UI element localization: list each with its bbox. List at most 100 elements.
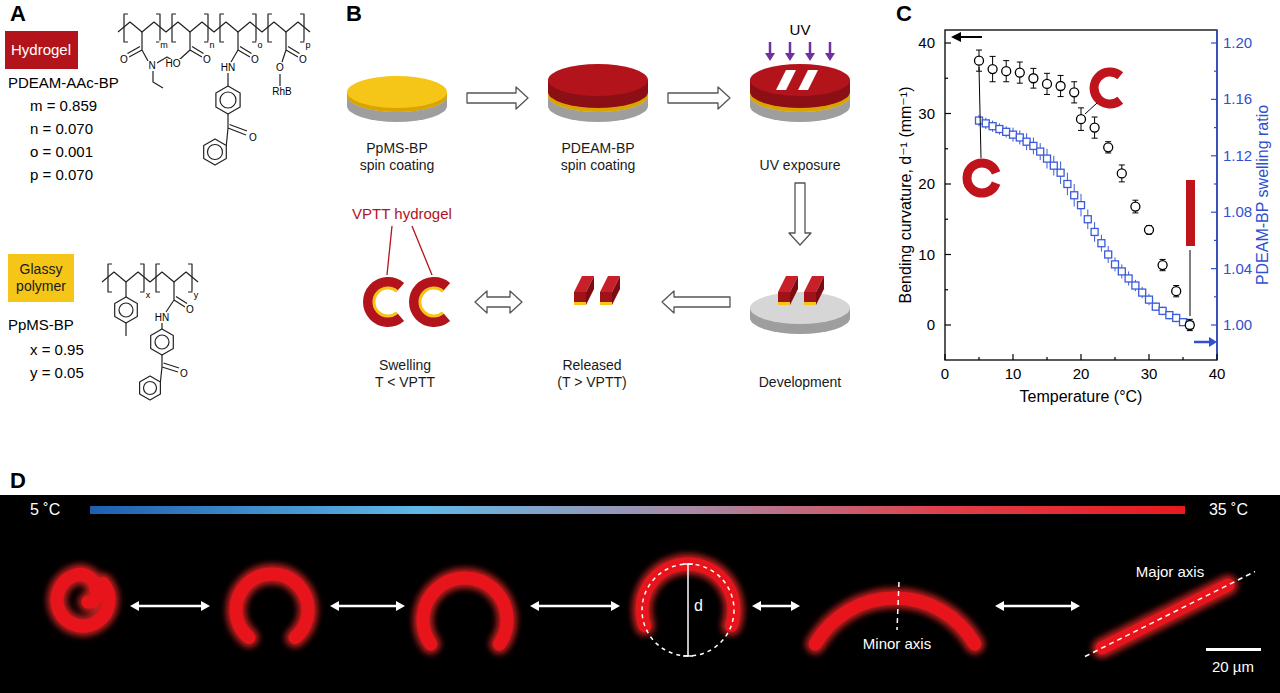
repeat-subscript: m [159,41,169,50]
atom-label: O [202,55,212,65]
tick-mark [1012,354,1013,360]
chemical-structure [144,382,157,395]
tick-mark [1211,212,1217,213]
chemical-structure [102,272,198,282]
data-square [989,123,996,130]
data-circle [1030,88,1036,89]
hydrogel-shape [423,578,507,644]
polymer-name: PpMS-BP [8,316,74,333]
data-circle [975,56,984,65]
uv-arrows [765,42,835,61]
hydrogel-glow [423,578,507,644]
tick-mark [1214,127,1217,128]
data-square [1152,302,1159,310]
tick-label: 1.04 [1223,260,1252,277]
tick-label: 10 [918,246,935,263]
data-circle [1003,81,1009,82]
hydrogel-bar [790,276,798,305]
tick-mark [1214,183,1217,184]
repeat-subscript: y [193,291,200,300]
uv-arrows [789,42,792,54]
reversible-arrow [396,601,405,611]
tick-mark [1114,357,1115,360]
data-circle [1160,270,1166,271]
reversible-arrow [136,605,204,608]
curled-bilayer [412,226,432,275]
data-circle [1077,108,1086,131]
process-step: PpMS-BP spin coating [332,66,462,178]
data-square [1044,155,1051,162]
chemical-structure [125,282,126,336]
data-circle [1030,68,1036,69]
data-circle [1056,75,1065,96]
chemical-structure [140,376,161,400]
data-circle [990,81,996,82]
data-circle [1058,75,1064,76]
chemical-structure [226,32,251,146]
tick-label: 30 [1141,365,1158,382]
data-square [1050,156,1057,176]
tick-mark [945,42,951,43]
scale-bar [1206,648,1261,651]
chart-inset [951,32,961,42]
data-circle [1132,200,1138,201]
chart-inset [979,67,981,158]
data-square [1064,173,1071,196]
data-circle [1090,123,1099,132]
data-circle [1187,319,1193,320]
node-text: Released (T > VPTT) [556,357,628,391]
reversible-arrow [758,605,794,608]
process-arrow [668,87,730,109]
substrate-disc [750,292,850,324]
chart-frame [1216,30,1218,360]
material-box: Hydrogel [5,31,78,69]
tick-mark [944,354,945,360]
tick-label: 1.08 [1223,204,1252,221]
data-circle [1015,68,1024,77]
data-square [1105,251,1112,258]
data-square [976,117,983,124]
chart-inset [951,32,1217,347]
measurement-line [687,564,689,656]
data-circle [1077,115,1086,124]
curled-bilayer [374,288,397,316]
tick-label: 1.12 [1223,147,1252,164]
data-circle [1002,67,1011,76]
data-circle [1172,286,1181,297]
process-arrow [475,291,522,313]
data-square [1091,228,1098,235]
chemical-structure [220,92,236,108]
uv-arrows [825,53,835,61]
atom-label: HO [165,59,182,69]
data-square [1159,307,1166,314]
data-circle [1117,169,1126,178]
chemical-structure [115,297,138,323]
axis-title: Bending curvature, d⁻¹ (mm⁻¹) [897,87,915,304]
hydrogel-bar [816,276,824,305]
data-circle [1071,81,1077,82]
panel-letter: D [10,468,26,493]
tick-mark [1211,268,1217,269]
data-circle [1105,152,1111,153]
data-circle [1187,330,1193,331]
tick-label: 0 [927,316,935,333]
tick-mark [1211,99,1217,100]
uv-arrows [769,42,772,54]
data-square [1078,202,1085,209]
chart-inset [960,36,982,38]
panel-letter: C [896,1,912,26]
composition: p = 0.070 [30,166,93,183]
temperature-gradient [90,506,1185,514]
node-text: PpMS-BP spin coating [355,140,439,174]
data-square [1173,314,1180,322]
data-square [1186,322,1193,329]
uv-arrows [805,53,815,61]
data-circle [1145,225,1154,234]
atom-label: RhB [271,87,292,97]
image-background [0,495,1280,693]
data-circle [1002,61,1011,82]
tick-mark [945,324,951,325]
tick-mark [1214,296,1217,297]
data-circle [1104,143,1113,152]
callout-label: VPTT hydrogel [352,205,452,222]
